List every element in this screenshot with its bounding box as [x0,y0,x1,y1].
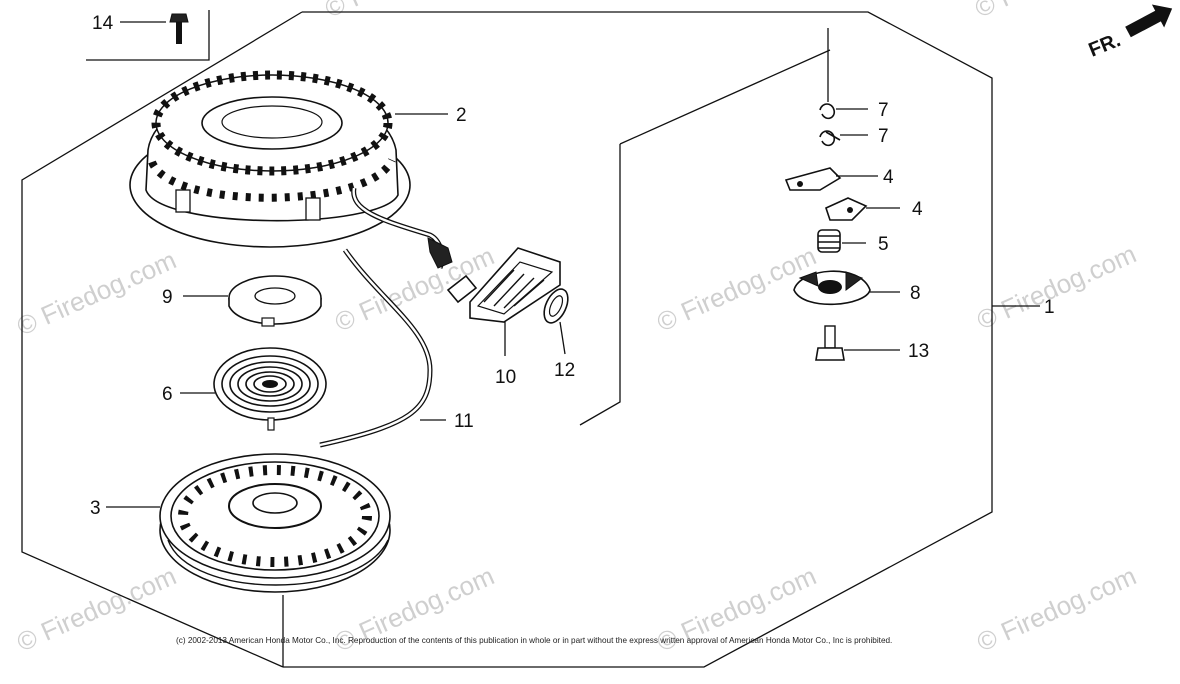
callout-11: 11 [454,411,474,432]
leader-lines [106,21,1040,508]
watermark: © Firedog.com [12,561,180,658]
callout-2: 2 [456,105,467,126]
callout-14: 14 [92,13,114,34]
spring-cover [228,275,322,327]
recoil-reel [159,453,391,593]
ratchet-4b [825,197,868,221]
callout-7a: 7 [878,100,889,121]
callout-3: 3 [90,498,101,519]
arrow-icon [1125,4,1173,38]
watermark: © Firedog.com [972,561,1140,658]
callout-10: 10 [495,367,516,388]
rope-insert [543,288,569,324]
starter-grip [446,247,561,323]
spring-7b [819,130,841,147]
setting-bolt [815,325,845,361]
callout-7b: 7 [878,126,889,147]
callout-4b: 4 [912,199,923,220]
copyright-notice: (c) 2002-2013 American Honda Motor Co., … [176,636,892,645]
friction-spring [817,229,841,253]
watermark: © Firedog.com [972,239,1140,336]
watermark: © Firedog.com [12,245,180,342]
callout-12: 12 [554,360,575,381]
direction-label: FR. [1086,29,1124,61]
callout-1: 1 [1044,297,1055,318]
assembly-outline [21,10,993,668]
callout-6: 6 [162,384,173,405]
friction-plate [793,270,871,306]
bolt-icon [169,13,189,44]
starter-rope [319,248,433,448]
recoil-cover [129,70,453,269]
spiral-spring [213,347,327,431]
callout-labels: 14 2 9 6 3 11 10 12 7 7 4 4 5 8 13 1 [90,13,1055,519]
ratchet-4a [784,167,842,191]
watermark: © Firedog.com [970,0,1138,23]
spring-7a [819,103,836,120]
callout-4a: 4 [883,167,894,188]
callout-5: 5 [878,234,889,255]
callout-9: 9 [162,287,173,308]
callout-13: 13 [908,341,929,362]
callout-8: 8 [910,283,921,304]
direction-marker: FR. [1086,4,1173,62]
